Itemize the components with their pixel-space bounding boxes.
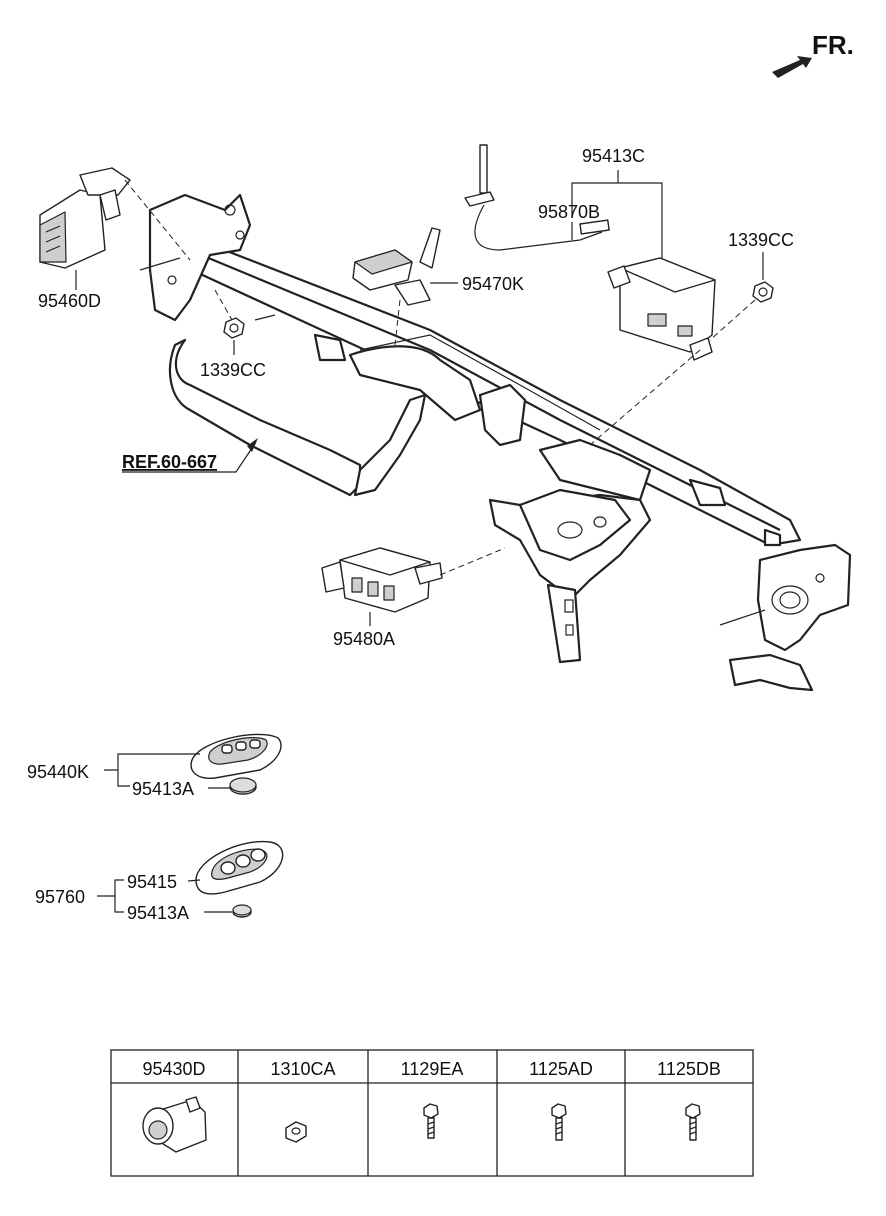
antenna-cable-95870B-icon (464, 144, 610, 251)
bolt-1125DB-icon (685, 1103, 701, 1141)
table-header-cell: 1125DB (657, 1059, 721, 1079)
nut-1310CA-icon (285, 1121, 307, 1143)
table-header-cell: 95430D (142, 1059, 205, 1079)
label-95415: 95415 (127, 872, 177, 892)
label-95413A-2: 95413A (127, 903, 189, 923)
label-95460D: 95460D (38, 291, 101, 311)
antenna-95470K-icon (352, 227, 441, 306)
label-95413A-1: 95413A (132, 779, 194, 799)
label-95413C: 95413C (582, 146, 645, 166)
battery-95413A-1-icon (229, 777, 257, 795)
nut-1339CC-left-icon (223, 317, 245, 339)
cross-member-frame (139, 193, 852, 692)
bolt-1129EA-icon (423, 1103, 439, 1139)
front-label: FR. (812, 30, 854, 60)
label-1339CC-left: 1339CC (200, 360, 266, 380)
table-header-cell: 1129EA (401, 1059, 464, 1079)
smart-key-95440K-icon (190, 733, 282, 779)
front-arrow-icon (772, 56, 812, 78)
ignition-switch-95430D-icon (142, 1096, 207, 1153)
nut-1339CC-right-icon (752, 281, 774, 303)
label-95470K: 95470K (462, 274, 524, 294)
module-95413C-icon (607, 257, 716, 361)
table-header-cell: 1310CA (270, 1059, 335, 1079)
label-95440K: 95440K (27, 762, 89, 782)
parts-table: 95430D 1310CA 1129EA 1125AD 1125DB (110, 1049, 754, 1177)
label-95870B: 95870B (538, 202, 600, 222)
remote-key-95415-icon (195, 840, 284, 895)
bolt-1125AD-icon (551, 1103, 567, 1141)
label-1339CC-right: 1339CC (728, 230, 794, 250)
label-95760: 95760 (35, 887, 85, 907)
module-95460D-icon (39, 167, 131, 269)
battery-95413A-2-icon (232, 904, 252, 918)
ref-label: REF.60-667 (122, 452, 217, 472)
table-header-cell: 1125AD (529, 1059, 593, 1079)
label-95480A: 95480A (333, 629, 395, 649)
module-95480A-icon (321, 547, 443, 613)
